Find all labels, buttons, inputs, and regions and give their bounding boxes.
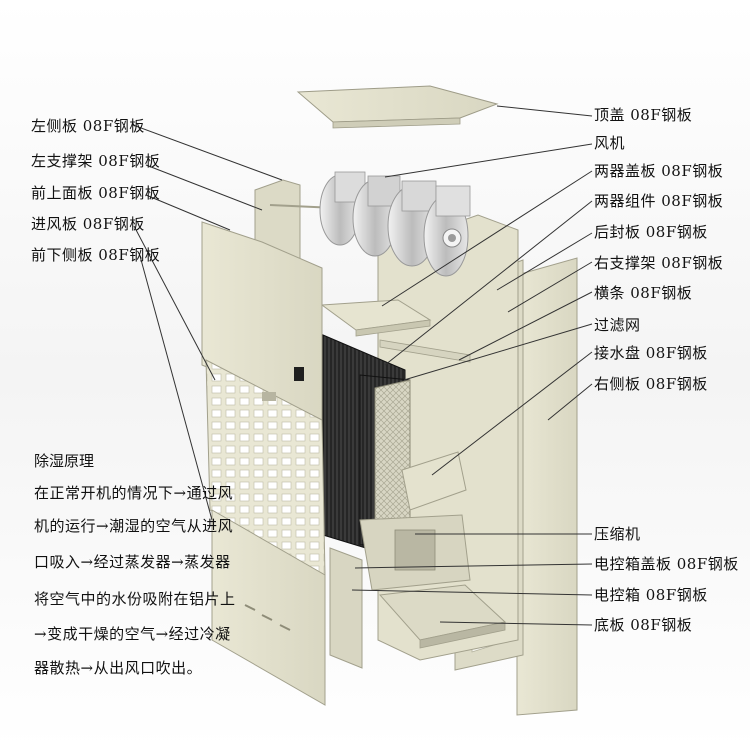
label-drain-pan: 接水盘 08F钢板: [594, 344, 708, 362]
right-side-panel-part: [517, 258, 577, 715]
label-right-side-panel: 右侧板 08F钢板: [594, 375, 708, 393]
label-front-lower-panel: 前下侧板 08F钢板: [31, 246, 160, 264]
label-air-inlet-panel: 进风板 08F钢板: [31, 215, 145, 233]
label-compressor: 压缩机: [594, 525, 641, 543]
label-two-unit-cover: 两器盖板 08F钢板: [594, 162, 723, 180]
principle-line-5: →变成干燥的空气→经过冷凝: [34, 625, 231, 643]
label-filter: 过滤网: [594, 316, 641, 334]
label-two-unit-assembly: 两器组件 08F钢板: [594, 192, 723, 210]
principle-line-1: 在正常开机的情况下→通过风: [34, 484, 233, 502]
principle-line-3: 口吸入→经过蒸发器→蒸发器: [34, 553, 231, 571]
principle-title: 除湿原理: [34, 450, 94, 471]
label-rear-panel: 后封板 08F钢板: [594, 223, 708, 241]
label-control-box: 电控箱 08F钢板: [594, 586, 708, 604]
label-fan: 风机: [594, 134, 625, 152]
label-top-cover: 顶盖 08F钢板: [594, 106, 692, 124]
principle-line-4: 将空气中的水份吸附在铝片上: [34, 590, 236, 608]
label-control-box-cover: 电控箱盖板 08F钢板: [594, 555, 739, 573]
control-box-part: [330, 548, 362, 668]
label-left-bracket: 左支撑架 08F钢板: [31, 152, 160, 170]
label-base-plate: 底板 08F钢板: [594, 616, 692, 634]
label-front-upper-panel: 前上面板 08F钢板: [31, 184, 160, 202]
label-right-bracket: 右支撑架 08F钢板: [594, 254, 723, 272]
compressor-part: [360, 515, 470, 590]
principle-line-2: 机的运行→潮湿的空气从进风: [34, 517, 233, 535]
principle-line-6: 器散热→从出风口吹出。: [34, 659, 202, 677]
label-left-side-panel: 左侧板 08F钢板: [31, 117, 145, 135]
label-crossbar: 横条 08F钢板: [594, 284, 692, 302]
